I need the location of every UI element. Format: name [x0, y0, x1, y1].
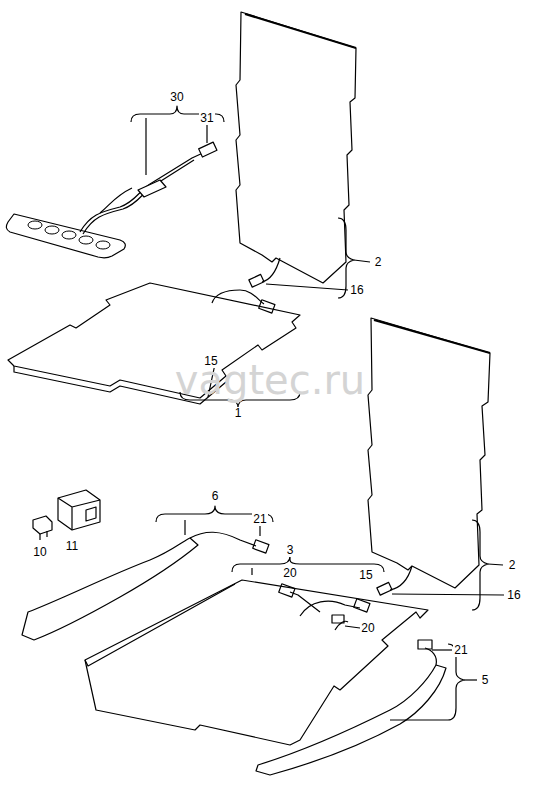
- connector: [249, 274, 264, 287]
- connector: [199, 142, 217, 157]
- connector: [354, 599, 370, 612]
- callout-number: 20: [360, 622, 375, 635]
- callout-number: 21: [252, 513, 267, 526]
- callout-number: 21: [453, 644, 468, 657]
- group-number: 3: [286, 544, 295, 557]
- connector: [332, 615, 344, 623]
- backrest-heater-mat: [368, 318, 490, 588]
- callout-number: 16: [349, 284, 364, 297]
- connector: [279, 584, 295, 597]
- callout-number: 15: [358, 569, 373, 582]
- control-unit: [58, 490, 100, 530]
- side-bolster-heater: [22, 538, 198, 640]
- group-number: 1: [234, 407, 243, 420]
- connector: [377, 582, 392, 595]
- occupancy-sensor-mat: [6, 214, 125, 258]
- plug: [33, 516, 52, 534]
- group-number: 2: [374, 256, 383, 269]
- group-number: 5: [481, 674, 490, 687]
- callout-number: 20: [282, 567, 297, 580]
- connector: [418, 640, 432, 649]
- cushion-heater-mat: [85, 580, 428, 745]
- group-number: 6: [211, 490, 220, 503]
- callout-number: 31: [199, 112, 214, 125]
- connector: [259, 300, 275, 313]
- callout-number: 11: [65, 540, 79, 553]
- backrest-heater-mat: [236, 12, 356, 283]
- callout-number: 10: [32, 546, 47, 559]
- callout-number: 16: [506, 589, 521, 602]
- group-number: 2: [508, 559, 517, 572]
- connector: [253, 540, 269, 553]
- callout-number: 15: [203, 355, 218, 368]
- bracket: [472, 520, 488, 610]
- group-number: 30: [169, 91, 184, 104]
